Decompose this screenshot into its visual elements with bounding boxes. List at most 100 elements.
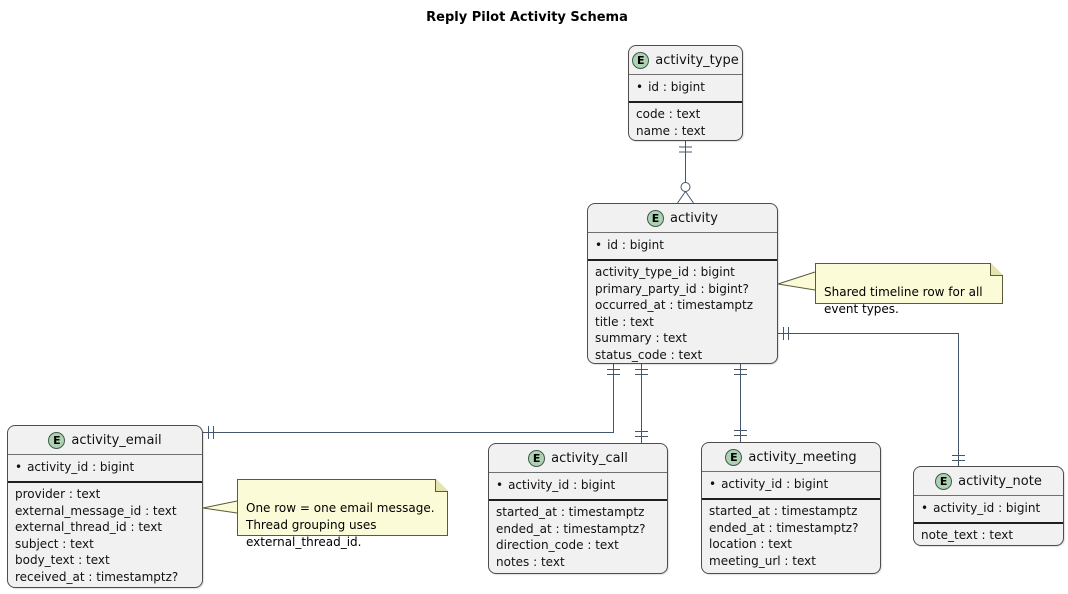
key-bullet-icon: • xyxy=(636,80,644,94)
rel-activity-to-call xyxy=(635,364,648,443)
key-bullet-icon: • xyxy=(595,238,603,252)
note-text: One row = one email message. Thread grou… xyxy=(246,501,435,549)
one-mark xyxy=(635,431,648,437)
entity-activity-meeting: E activity_meeting • activity_id : bigin… xyxy=(701,442,881,574)
note-pointer xyxy=(202,500,238,514)
entity-field-section: activity_type_id : bigint primary_party_… xyxy=(588,261,777,367)
field-row: location : text xyxy=(709,537,792,551)
rel-activity-to-note xyxy=(778,327,965,466)
one-mark xyxy=(734,369,747,375)
key-bullet-icon: • xyxy=(15,460,23,474)
field-row: started_at : timestamptz xyxy=(496,505,645,519)
diagram-title: Reply Pilot Activity Schema xyxy=(426,10,628,25)
entity-header: E activity_email xyxy=(8,426,202,454)
field-row: title : text xyxy=(595,314,654,329)
note-pointer-shape xyxy=(202,500,238,514)
note-text: Shared timeline row for all event types. xyxy=(824,285,983,316)
rel-line xyxy=(778,333,959,466)
one-mark xyxy=(734,430,747,436)
entity-key-section: • activity_id : bigint xyxy=(489,472,667,501)
key-bullet-icon: • xyxy=(921,501,929,515)
note-shared-timeline: Shared timeline row for all event types. xyxy=(815,263,1003,316)
field-row: note_text : text xyxy=(921,528,1014,542)
note-pointer-shape xyxy=(777,271,816,291)
entity-activity-note: E activity_note • activity_id : bigint n… xyxy=(913,466,1064,546)
key-field-row: • id : bigint xyxy=(636,79,736,96)
one-mark xyxy=(607,369,620,375)
note-fold-icon xyxy=(435,479,448,492)
field-text: activity_id : bigint xyxy=(721,477,829,492)
field-row: direction_code : text xyxy=(496,538,619,552)
field-row: activity_type_id : bigint xyxy=(595,265,735,279)
one-mark xyxy=(952,455,965,461)
entity-name: activity_type xyxy=(655,52,739,68)
field-row: status_code : text xyxy=(595,347,703,362)
field-row: primary_party_id : bigint? xyxy=(595,281,749,296)
field-row: external_message_id : text xyxy=(15,503,177,518)
entity-name: activity xyxy=(670,210,718,226)
field-row: occurred_at : timestamptz xyxy=(595,298,753,312)
field-row: name : text xyxy=(636,123,706,138)
entity-field-section: code : text name : text xyxy=(629,103,742,143)
entity-icon: E xyxy=(528,449,546,467)
one-mark xyxy=(208,426,214,439)
entity-icon: E xyxy=(935,472,953,490)
entity-header: E activity_call xyxy=(489,444,667,472)
entity-key-section: • id : bigint xyxy=(629,74,742,103)
entity-header: E activity_note xyxy=(914,467,1063,495)
entity-field-section: started_at : timestamptz ended_at : time… xyxy=(702,500,880,573)
entity-field-section: provider : text external_message_id : te… xyxy=(8,483,202,589)
note-email-row: One row = one email message. Thread grou… xyxy=(237,479,448,549)
field-row: started_at : timestamptz xyxy=(709,504,858,518)
entity-field-section: started_at : timestamptz ended_at : time… xyxy=(489,501,667,574)
crow-foot xyxy=(677,191,694,204)
entity-name: activity_call xyxy=(551,450,628,466)
zero-circle xyxy=(680,182,691,192)
entity-key-section: • activity_id : bigint xyxy=(702,471,880,500)
entity-icon: E xyxy=(725,448,743,466)
rel-line xyxy=(203,364,614,433)
key-bullet-icon: • xyxy=(496,478,504,492)
field-row: meeting_url : text xyxy=(709,553,816,568)
field-text: id : bigint xyxy=(607,238,664,253)
field-row: received_at : timestamptz? xyxy=(15,569,179,584)
key-bullet-icon: • xyxy=(709,477,717,491)
key-field-row: • id : bigint xyxy=(595,237,771,254)
entity-key-section: • activity_id : bigint xyxy=(8,454,202,483)
entity-icon: E xyxy=(48,431,66,449)
field-row: summary : text xyxy=(595,331,687,345)
entity-activity-email: E activity_email • activity_id : bigint … xyxy=(7,425,203,588)
rel-activity-to-email xyxy=(203,364,620,439)
entity-key-section: • activity_id : bigint xyxy=(914,495,1063,524)
key-field-row: • activity_id : bigint xyxy=(496,477,661,494)
one-mark xyxy=(635,369,648,375)
field-row: ended_at : timestamptz? xyxy=(709,520,859,535)
rel-activity-type-to-activity xyxy=(677,141,694,204)
entity-field-section: note_text : text xyxy=(914,524,1063,548)
entity-activity: E activity • id : bigint activity_type_i… xyxy=(587,203,778,364)
field-text: activity_id : bigint xyxy=(508,478,616,493)
field-row: ended_at : timestamptz? xyxy=(496,521,646,536)
field-row: notes : text xyxy=(496,554,565,569)
note-fold-icon xyxy=(990,263,1003,276)
field-row: body_text : text xyxy=(15,553,110,567)
entity-activity-type: E activity_type • id : bigint code : tex… xyxy=(628,45,743,141)
field-text: activity_id : bigint xyxy=(27,460,135,475)
entity-header: E activity xyxy=(588,204,777,232)
field-text: id : bigint xyxy=(648,80,705,95)
field-row: external_thread_id : text xyxy=(15,520,163,534)
key-field-row: • activity_id : bigint xyxy=(15,459,196,476)
entity-name: activity_meeting xyxy=(748,449,857,465)
entity-icon: E xyxy=(632,51,650,69)
field-row: subject : text xyxy=(15,536,94,551)
entity-name: activity_note xyxy=(958,473,1042,489)
field-row: code : text xyxy=(636,107,701,121)
entity-activity-call: E activity_call • activity_id : bigint s… xyxy=(488,443,668,574)
field-text: activity_id : bigint xyxy=(933,501,1041,516)
key-field-row: • activity_id : bigint xyxy=(709,476,874,493)
field-row: provider : text xyxy=(15,487,101,501)
one-mark xyxy=(679,146,692,153)
entity-icon: E xyxy=(647,209,665,227)
